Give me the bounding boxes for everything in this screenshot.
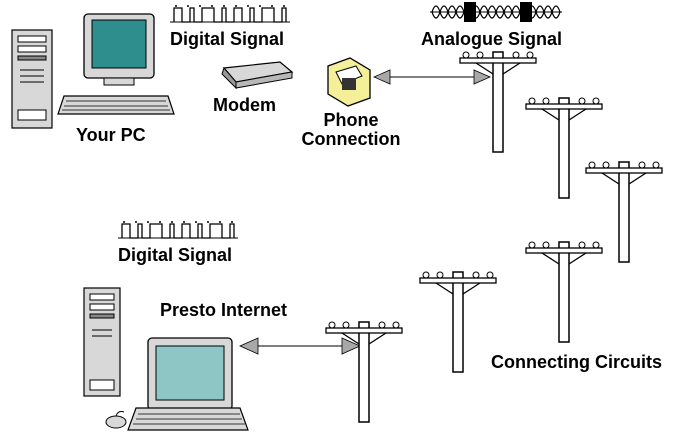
analogue-signal-wave: [430, 2, 562, 22]
telephone-pole-icon: [459, 51, 537, 153]
keyboard-icon: [57, 95, 175, 115]
digital-signal-wave-bottom: [117, 220, 239, 239]
connecting-circuits-label: Connecting Circuits: [491, 352, 663, 372]
your-pc-label: Your PC: [76, 125, 146, 145]
phone-jack-icon: [327, 57, 371, 107]
monitor-icon: [83, 13, 155, 86]
pc-to-pole-arrow: [239, 337, 361, 355]
pc-tower-icon: [83, 287, 121, 397]
telephone-pole-icon: [325, 321, 403, 423]
digital-signal-bottom-label: Digital Signal: [118, 245, 233, 265]
analogue-signal-label: Analogue Signal: [421, 29, 563, 49]
phone-to-pole-arrow: [373, 69, 491, 85]
telephone-pole-icon: [419, 271, 497, 373]
presto-internet-label: Presto Internet: [160, 300, 288, 320]
digital-signal-wave-top: [169, 4, 291, 23]
keyboard-icon: [127, 407, 249, 431]
telephone-pole-icon: [525, 97, 603, 199]
monitor-icon: [147, 337, 233, 417]
mouse-icon: [105, 411, 127, 429]
telephone-pole-icon: [525, 241, 603, 343]
pc-tower-icon: [11, 29, 53, 129]
modem-icon: [221, 61, 294, 90]
modem-label: Modem: [213, 95, 276, 115]
digital-signal-top-label: Digital Signal: [170, 29, 285, 49]
phone-connection-label: Phone Connection: [301, 110, 401, 149]
